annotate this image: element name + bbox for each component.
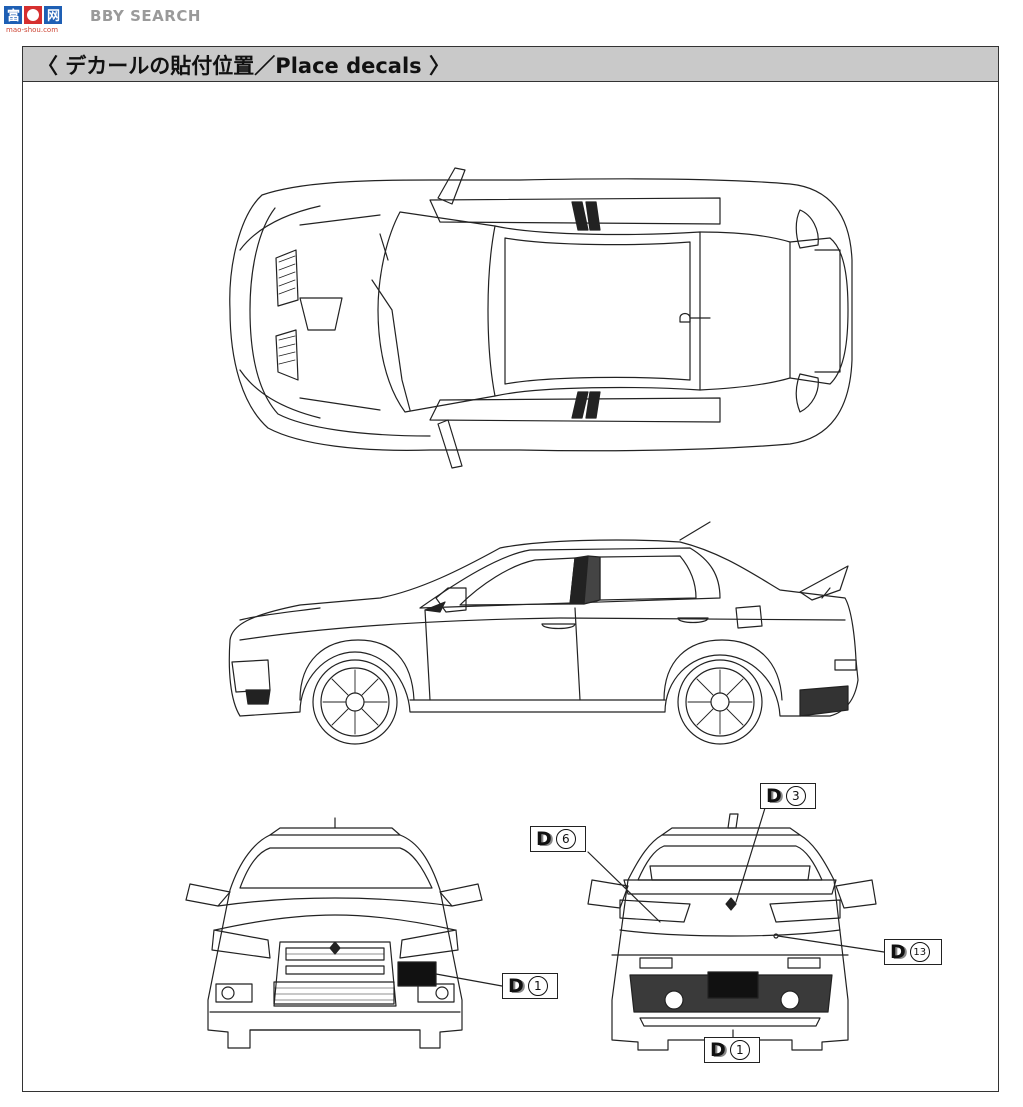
decal-number: 1	[729, 1040, 750, 1060]
section-title: 〈 デカールの貼付位置／Place decals 〉	[37, 54, 450, 78]
decal-number: 1	[527, 976, 548, 996]
watermark-text: BBY SEARCH	[90, 7, 201, 25]
front-view	[185, 817, 483, 1049]
callout-d3: D 3	[760, 783, 816, 809]
decal-letter: D	[890, 941, 906, 963]
decal-letter: D	[710, 1039, 726, 1061]
top-view	[229, 167, 853, 469]
decal-number: 3	[785, 786, 806, 806]
rear-view	[587, 807, 885, 1051]
callout-d13: D 13	[884, 939, 942, 965]
decal-letter: D	[766, 785, 782, 807]
svg-text:富: 富	[7, 8, 20, 24]
decal-number: 6	[555, 829, 576, 849]
callout-d1-front: D 1	[502, 973, 558, 999]
watermark-logo: 富 网	[4, 6, 62, 24]
decal-letter: D	[536, 828, 552, 850]
svg-text:网: 网	[47, 9, 60, 24]
callout-d1-rear: D 1	[704, 1037, 760, 1063]
callout-d6: D 6	[530, 826, 586, 852]
decal-number: 13	[909, 942, 930, 962]
watermark: 富 网 BBY SEARCH mao-shou.com	[4, 4, 204, 36]
decal-letter: D	[508, 975, 524, 997]
watermark-domain: mao-shou.com	[6, 26, 59, 34]
section-header: 〈 デカールの貼付位置／Place decals 〉	[22, 46, 999, 82]
side-view	[228, 521, 859, 745]
